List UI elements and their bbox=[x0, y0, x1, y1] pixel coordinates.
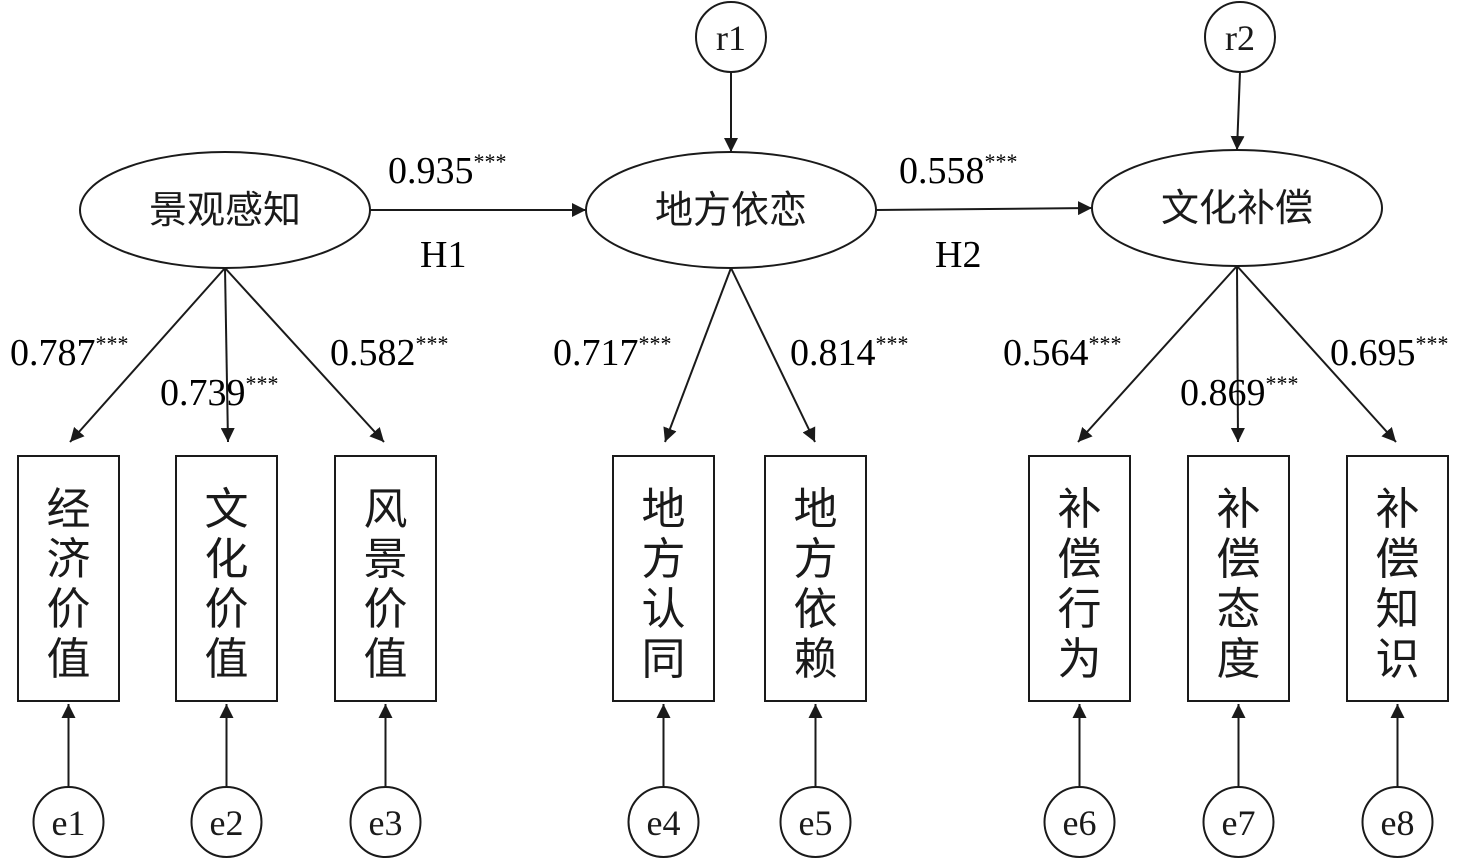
indicator-box-o4 bbox=[612, 455, 715, 702]
loading-label-o1-value: 0.787 bbox=[10, 332, 96, 374]
error-circle-e7 bbox=[1202, 786, 1275, 858]
indicator-label-o1: 经济价值 bbox=[47, 484, 91, 685]
loading-label-o1: 0.787*** bbox=[10, 331, 129, 374]
loading-label-o7-significance: *** bbox=[1266, 371, 1299, 396]
loading-label-o8: 0.695*** bbox=[1330, 331, 1449, 374]
error-label-e2: e2 bbox=[210, 803, 244, 843]
error-circle-e2 bbox=[190, 786, 263, 858]
indicator-label-o4: 地方认同 bbox=[642, 484, 686, 685]
error-circle-e3 bbox=[349, 786, 422, 858]
indicator-label-o2: 文化价值 bbox=[205, 484, 249, 685]
labels-layer: 0.935***H10.558***H20.787***0.739***0.58… bbox=[10, 149, 1449, 414]
disturbance-label-r1: r1 bbox=[716, 18, 746, 58]
loading-label-o6-value: 0.564 bbox=[1003, 332, 1089, 374]
loading-label-o6-significance: *** bbox=[1089, 331, 1122, 356]
path-coefficient-h1: 0.935*** bbox=[388, 149, 507, 192]
loading-label-o7-value: 0.869 bbox=[1180, 372, 1266, 414]
indicator-box-o5 bbox=[764, 455, 867, 702]
error-label-e5: e5 bbox=[799, 803, 833, 843]
indicator-box-o3 bbox=[334, 455, 437, 702]
disturbance-label-r2: r2 bbox=[1225, 18, 1255, 58]
error-circle-e4 bbox=[627, 786, 700, 858]
latent-label-l3: 文化补偿 bbox=[1161, 186, 1313, 230]
error-circle-e5 bbox=[779, 786, 852, 858]
indicator-box-o6 bbox=[1028, 455, 1131, 702]
error-circle-e6 bbox=[1043, 786, 1116, 858]
loading-label-o8-value: 0.695 bbox=[1330, 332, 1416, 374]
indicator-box-o2 bbox=[175, 455, 278, 702]
indicator-label-o6: 补偿行为 bbox=[1058, 484, 1102, 685]
loading-label-o2-value: 0.739 bbox=[160, 372, 246, 414]
error-label-e4: e4 bbox=[647, 803, 681, 843]
loading-label-o7: 0.869*** bbox=[1180, 371, 1299, 414]
disturbance-circle-r2 bbox=[1204, 1, 1276, 73]
indicator-box-o7 bbox=[1187, 455, 1290, 702]
path-coefficient-h1-significance: *** bbox=[474, 149, 507, 174]
structural-path-h2 bbox=[875, 201, 1093, 216]
loading-label-o4: 0.717*** bbox=[553, 331, 672, 374]
indicator-label-o8: 补偿知识 bbox=[1376, 484, 1420, 685]
loading-label-o3-significance: *** bbox=[416, 331, 449, 356]
loading-label-o5-significance: *** bbox=[876, 331, 909, 356]
latent-ellipse-l2 bbox=[585, 151, 877, 269]
error-label-e6: e6 bbox=[1063, 803, 1097, 843]
loading-label-o2-significance: *** bbox=[246, 371, 279, 396]
latent-ellipse-l3 bbox=[1091, 149, 1383, 267]
latent-ellipse-l1 bbox=[79, 151, 371, 269]
loading-label-o4-value: 0.717 bbox=[553, 332, 639, 374]
hypothesis-label-h2: H2 bbox=[935, 234, 981, 276]
error-label-e1: e1 bbox=[52, 803, 86, 843]
loading-label-o3: 0.582*** bbox=[330, 331, 449, 374]
edges-layer bbox=[61, 71, 1405, 787]
indicator-label-o5: 地方依赖 bbox=[794, 484, 838, 685]
loading-arrow-o4 bbox=[663, 267, 732, 443]
loading-label-o8-significance: *** bbox=[1416, 331, 1449, 356]
loading-arrow-o7 bbox=[1230, 265, 1245, 443]
path-coefficient-h2-significance: *** bbox=[985, 149, 1018, 174]
error-label-e7: e7 bbox=[1222, 803, 1256, 843]
loading-label-o5-value: 0.814 bbox=[790, 332, 876, 374]
error-circle-e1 bbox=[32, 786, 105, 858]
loading-label-o4-significance: *** bbox=[639, 331, 672, 356]
path-coefficient-h1-value: 0.935 bbox=[388, 150, 474, 192]
indicator-label-o7: 补偿态度 bbox=[1217, 484, 1261, 685]
indicator-box-o1 bbox=[17, 455, 120, 702]
error-label-e3: e3 bbox=[369, 803, 403, 843]
loading-arrow-o1 bbox=[69, 267, 226, 443]
loading-label-o5: 0.814*** bbox=[790, 331, 909, 374]
disturbance-arrow-r2 bbox=[1230, 71, 1245, 151]
error-circle-e8 bbox=[1361, 786, 1434, 858]
path-coefficient-h2: 0.558*** bbox=[899, 149, 1018, 192]
loading-arrow-o5 bbox=[730, 267, 816, 443]
loading-label-o1-significance: *** bbox=[96, 331, 129, 356]
loading-arrow-o3 bbox=[224, 267, 385, 443]
indicator-label-o3: 风景价值 bbox=[364, 484, 408, 685]
loading-arrow-o6 bbox=[1077, 265, 1238, 443]
indicator-box-o8 bbox=[1346, 455, 1449, 702]
loading-label-o3-value: 0.582 bbox=[330, 332, 416, 374]
error-label-e8: e8 bbox=[1381, 803, 1415, 843]
latent-label-l1: 景观感知 bbox=[149, 188, 301, 232]
loading-arrow-o2 bbox=[220, 267, 235, 443]
latent-label-l2: 地方依恋 bbox=[655, 188, 807, 232]
path-coefficient-h2-value: 0.558 bbox=[899, 150, 985, 192]
loading-label-o2: 0.739*** bbox=[160, 371, 279, 414]
loading-arrow-o8 bbox=[1236, 265, 1397, 443]
loading-label-o6: 0.564*** bbox=[1003, 331, 1122, 374]
disturbance-circle-r1 bbox=[695, 1, 767, 73]
hypothesis-label-h1: H1 bbox=[420, 234, 466, 276]
